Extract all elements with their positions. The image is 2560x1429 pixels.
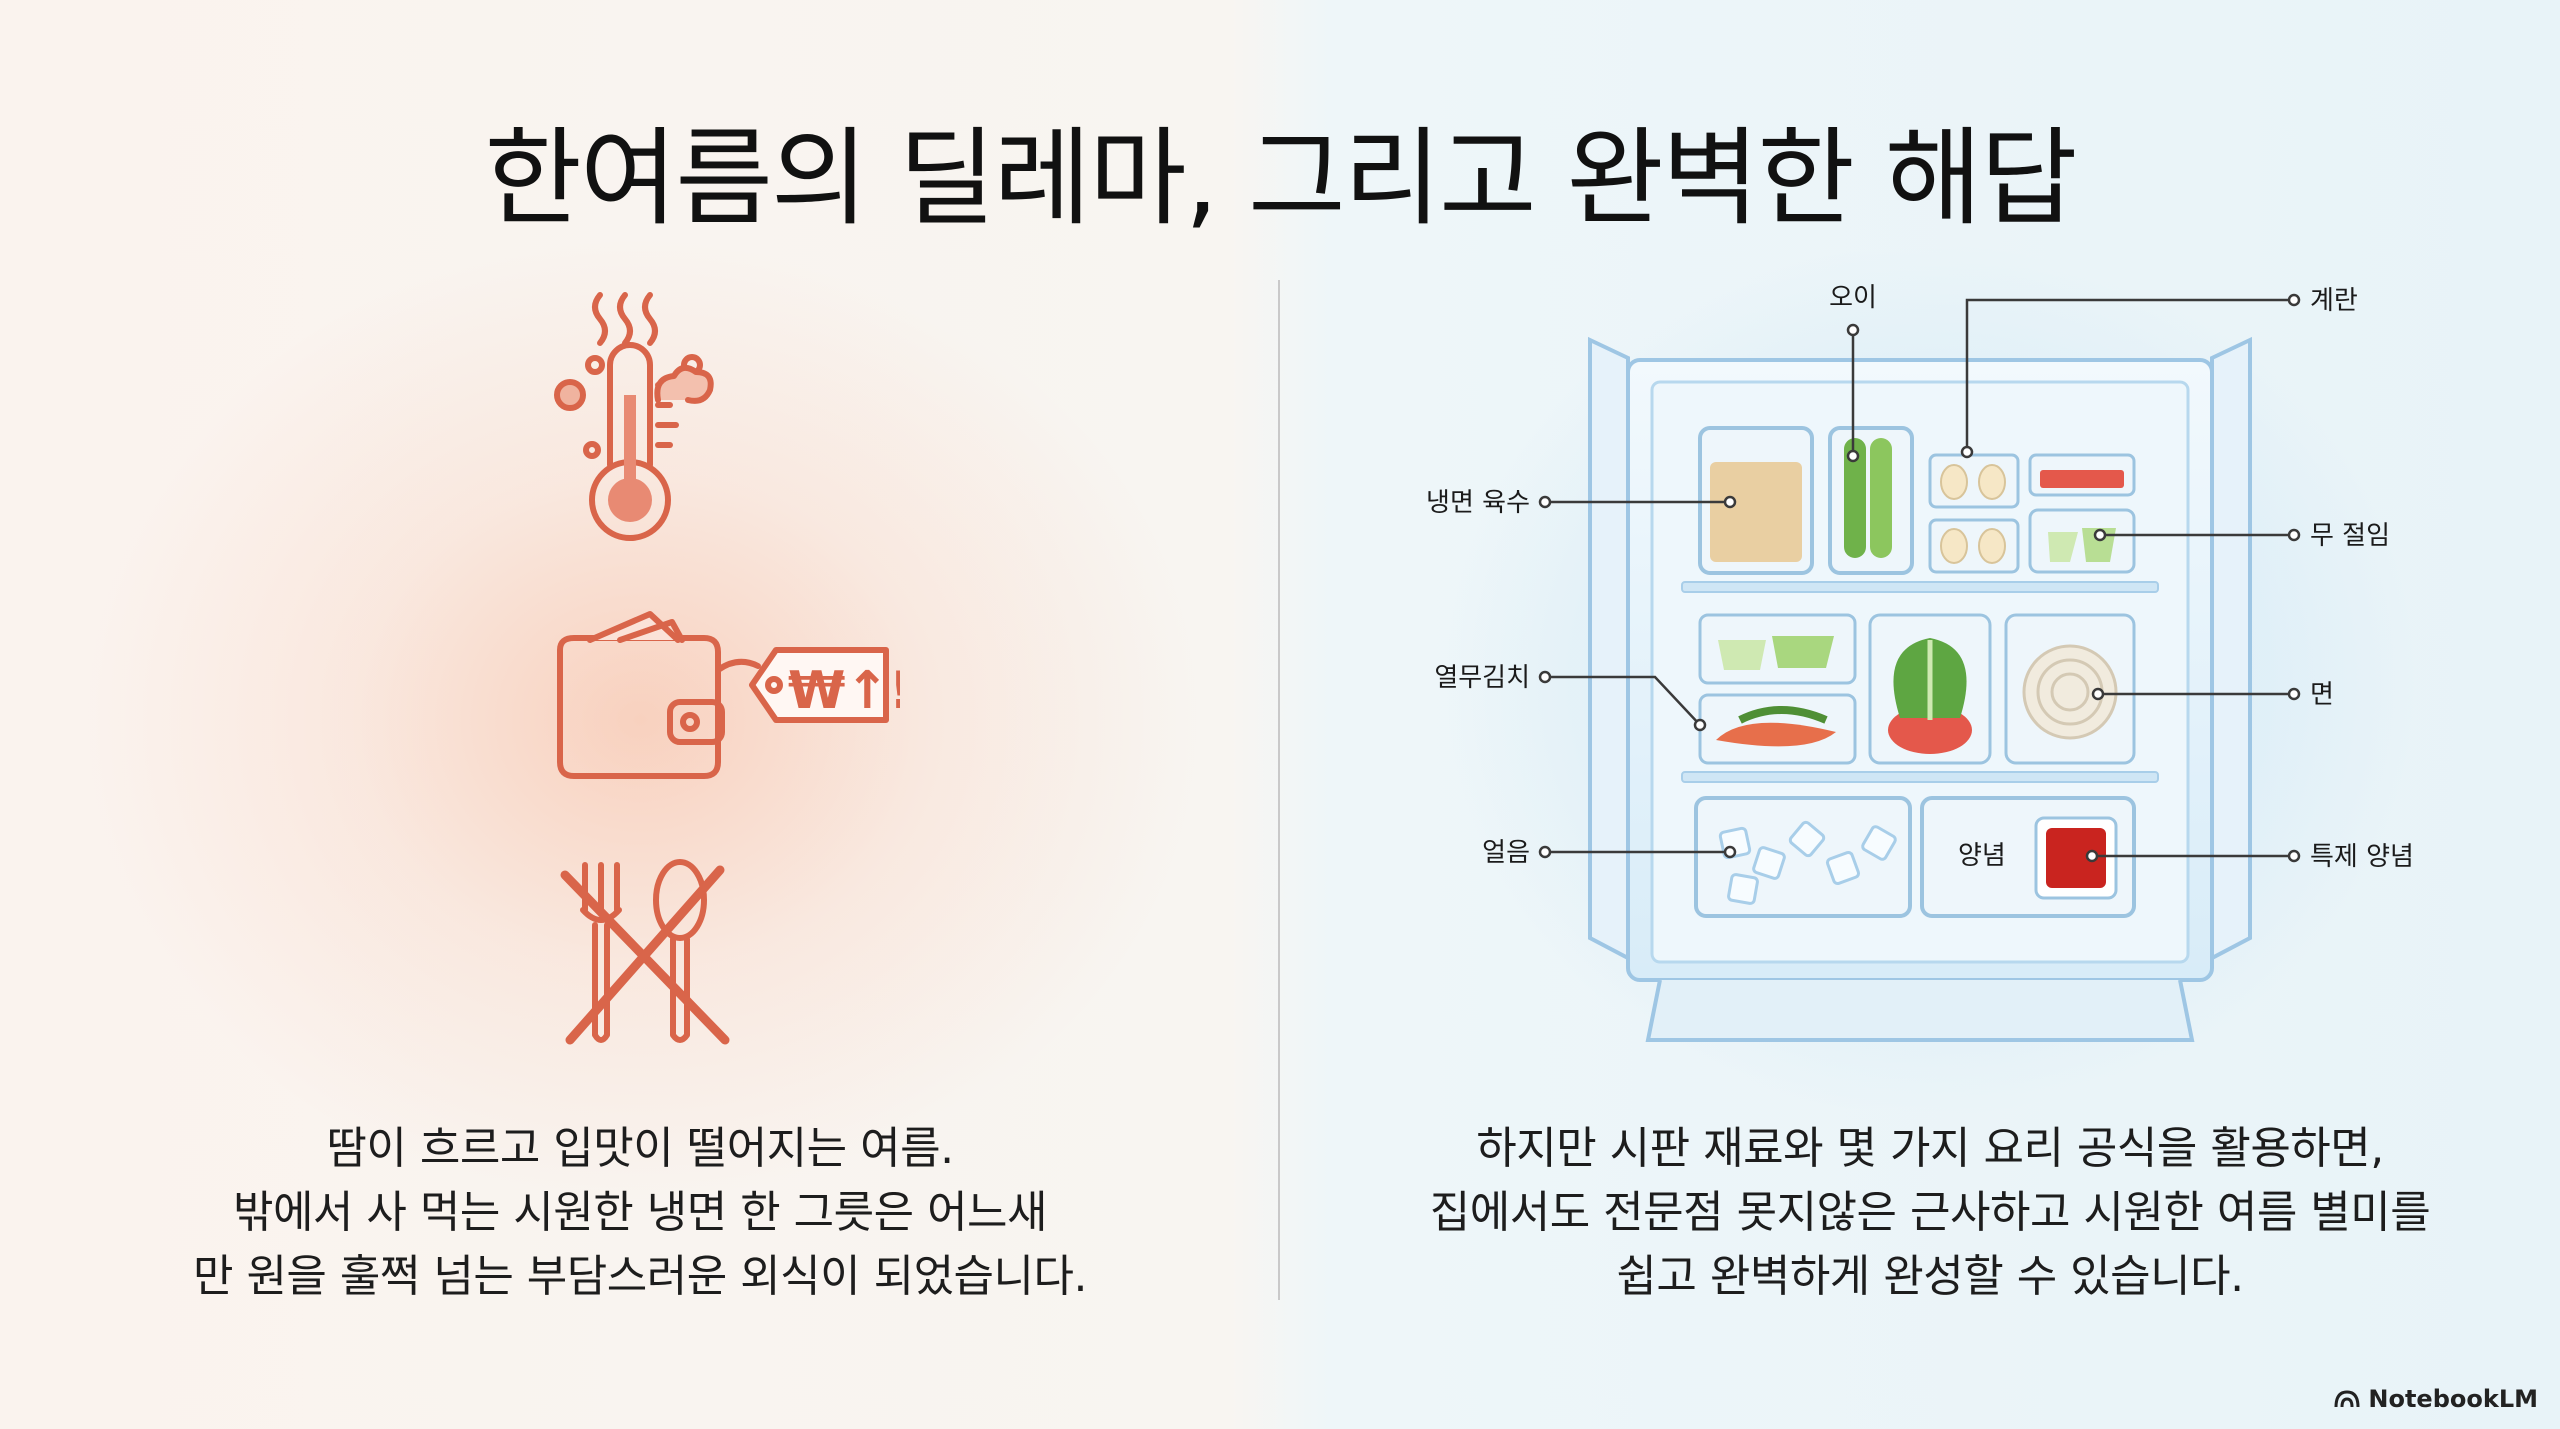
wallet-price-up-icon: ₩↑! xyxy=(550,610,913,790)
fridge-diagram: 양념 xyxy=(1400,270,2460,1090)
left-description-line-2: 밖에서 사 먹는 시원한 냉면 한 그릇은 어느새 xyxy=(232,1187,1048,1238)
label-broth: 냉면 육수 xyxy=(1426,488,1530,518)
thermometer-heat-icon xyxy=(540,285,740,555)
noodle-container xyxy=(2004,613,2136,765)
left-description-line-3: 만 원을 훌쩍 넘는 부담스러운 외식이 되었습니다. xyxy=(192,1251,1088,1302)
right-description-line-2: 집에서도 전문점 못지않은 근사하고 시원한 여름 별미를 xyxy=(1429,1187,2431,1238)
left-door xyxy=(1588,336,1630,962)
label-special-sauce: 특제 양념 xyxy=(2310,842,2414,872)
radish-container xyxy=(2028,508,2136,574)
greens-container xyxy=(1868,613,1992,765)
center-divider xyxy=(1278,280,1280,1300)
right-description: 하지만 시판 재료와 몇 가지 요리 공식을 활용하면, 집에서도 전문점 못지… xyxy=(1370,1117,2490,1309)
page-title: 한여름의 딜레마, 그리고 완벽한 해답 xyxy=(484,117,2077,240)
label-kimchi: 열무김치 xyxy=(1434,663,1530,693)
kimchi-container xyxy=(1698,613,1857,765)
egg-tray xyxy=(1928,453,2020,574)
right-description-line-3: 쉽고 완벽하게 완성할 수 있습니다. xyxy=(1616,1251,2244,1302)
cucumber-container xyxy=(1828,426,1914,575)
label-egg: 계란 xyxy=(2310,286,2358,316)
label-cucumber: 오이 xyxy=(1829,283,1877,313)
right-door xyxy=(2210,336,2252,962)
left-description: 땀이 흐르고 입맛이 떨어지는 여름. 밖에서 사 먹는 시원한 냉면 한 그릇… xyxy=(80,1117,1200,1309)
label-ice: 얼음 xyxy=(1482,838,1530,868)
price-tag-label: ₩↑! xyxy=(788,661,900,721)
brand-label: NotebookLM xyxy=(2368,1385,2538,1413)
sauce-box-top xyxy=(2028,453,2136,497)
notebooklm-logo: NotebookLM xyxy=(2334,1385,2538,1413)
no-dining-icon xyxy=(555,855,735,1055)
broth-container xyxy=(1698,426,1814,575)
right-description-line-1: 하지만 시판 재료와 몇 가지 요리 공식을 활용하면, xyxy=(1476,1123,2384,1174)
sauce-drawer-label: 양념 xyxy=(1958,841,2006,871)
label-noodle: 면 xyxy=(2310,680,2334,710)
sauce-drawer: 양념 xyxy=(1920,796,2136,918)
label-radish: 무 절임 xyxy=(2310,521,2390,551)
left-description-line-1: 땀이 흐르고 입맛이 떨어지는 여름. xyxy=(326,1123,954,1174)
notebooklm-logo-icon xyxy=(2334,1390,2360,1408)
